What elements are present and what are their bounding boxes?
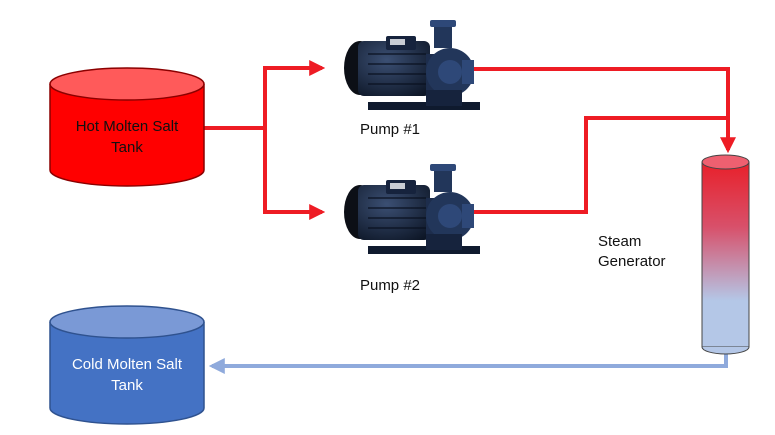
steam-generator: [701, 154, 750, 355]
pump-2-icon: [344, 164, 480, 254]
hot-pipe-pump-1-to-generator: [472, 67, 736, 154]
hot-pipe-pump-2-to-generator: [472, 116, 728, 214]
steam-generator-label-line1: Steam: [598, 233, 642, 250]
hot-tank-label: Hot Molten Salt Tank: [52, 116, 202, 158]
hot-tank-label-line2: Tank: [111, 139, 143, 156]
hot-pipe-network: [203, 60, 736, 220]
steam-generator-label: Steam Generator: [598, 232, 698, 272]
pump-2-label: Pump #2: [359, 277, 421, 294]
cold-molten-salt-tank: [49, 305, 205, 425]
hot-tank-label-line1: Hot Molten Salt: [75, 118, 179, 135]
cold-tank-label: Cold Molten Salt Tank: [52, 354, 202, 396]
cold-tank-label-line1: Cold Molten Salt: [71, 356, 183, 373]
pump-1-icon: [344, 20, 480, 110]
cold-return-pipe: [208, 346, 728, 374]
cold-tank-label-line2: Tank: [111, 377, 143, 394]
pump-1-label: Pump #1: [359, 121, 421, 138]
steam-generator-label-line2: Generator: [598, 253, 666, 270]
hot-pipe-to-pump-2: [263, 128, 326, 220]
hot-molten-salt-tank: [49, 67, 205, 187]
hot-pipe-to-pump-1: [263, 60, 326, 128]
